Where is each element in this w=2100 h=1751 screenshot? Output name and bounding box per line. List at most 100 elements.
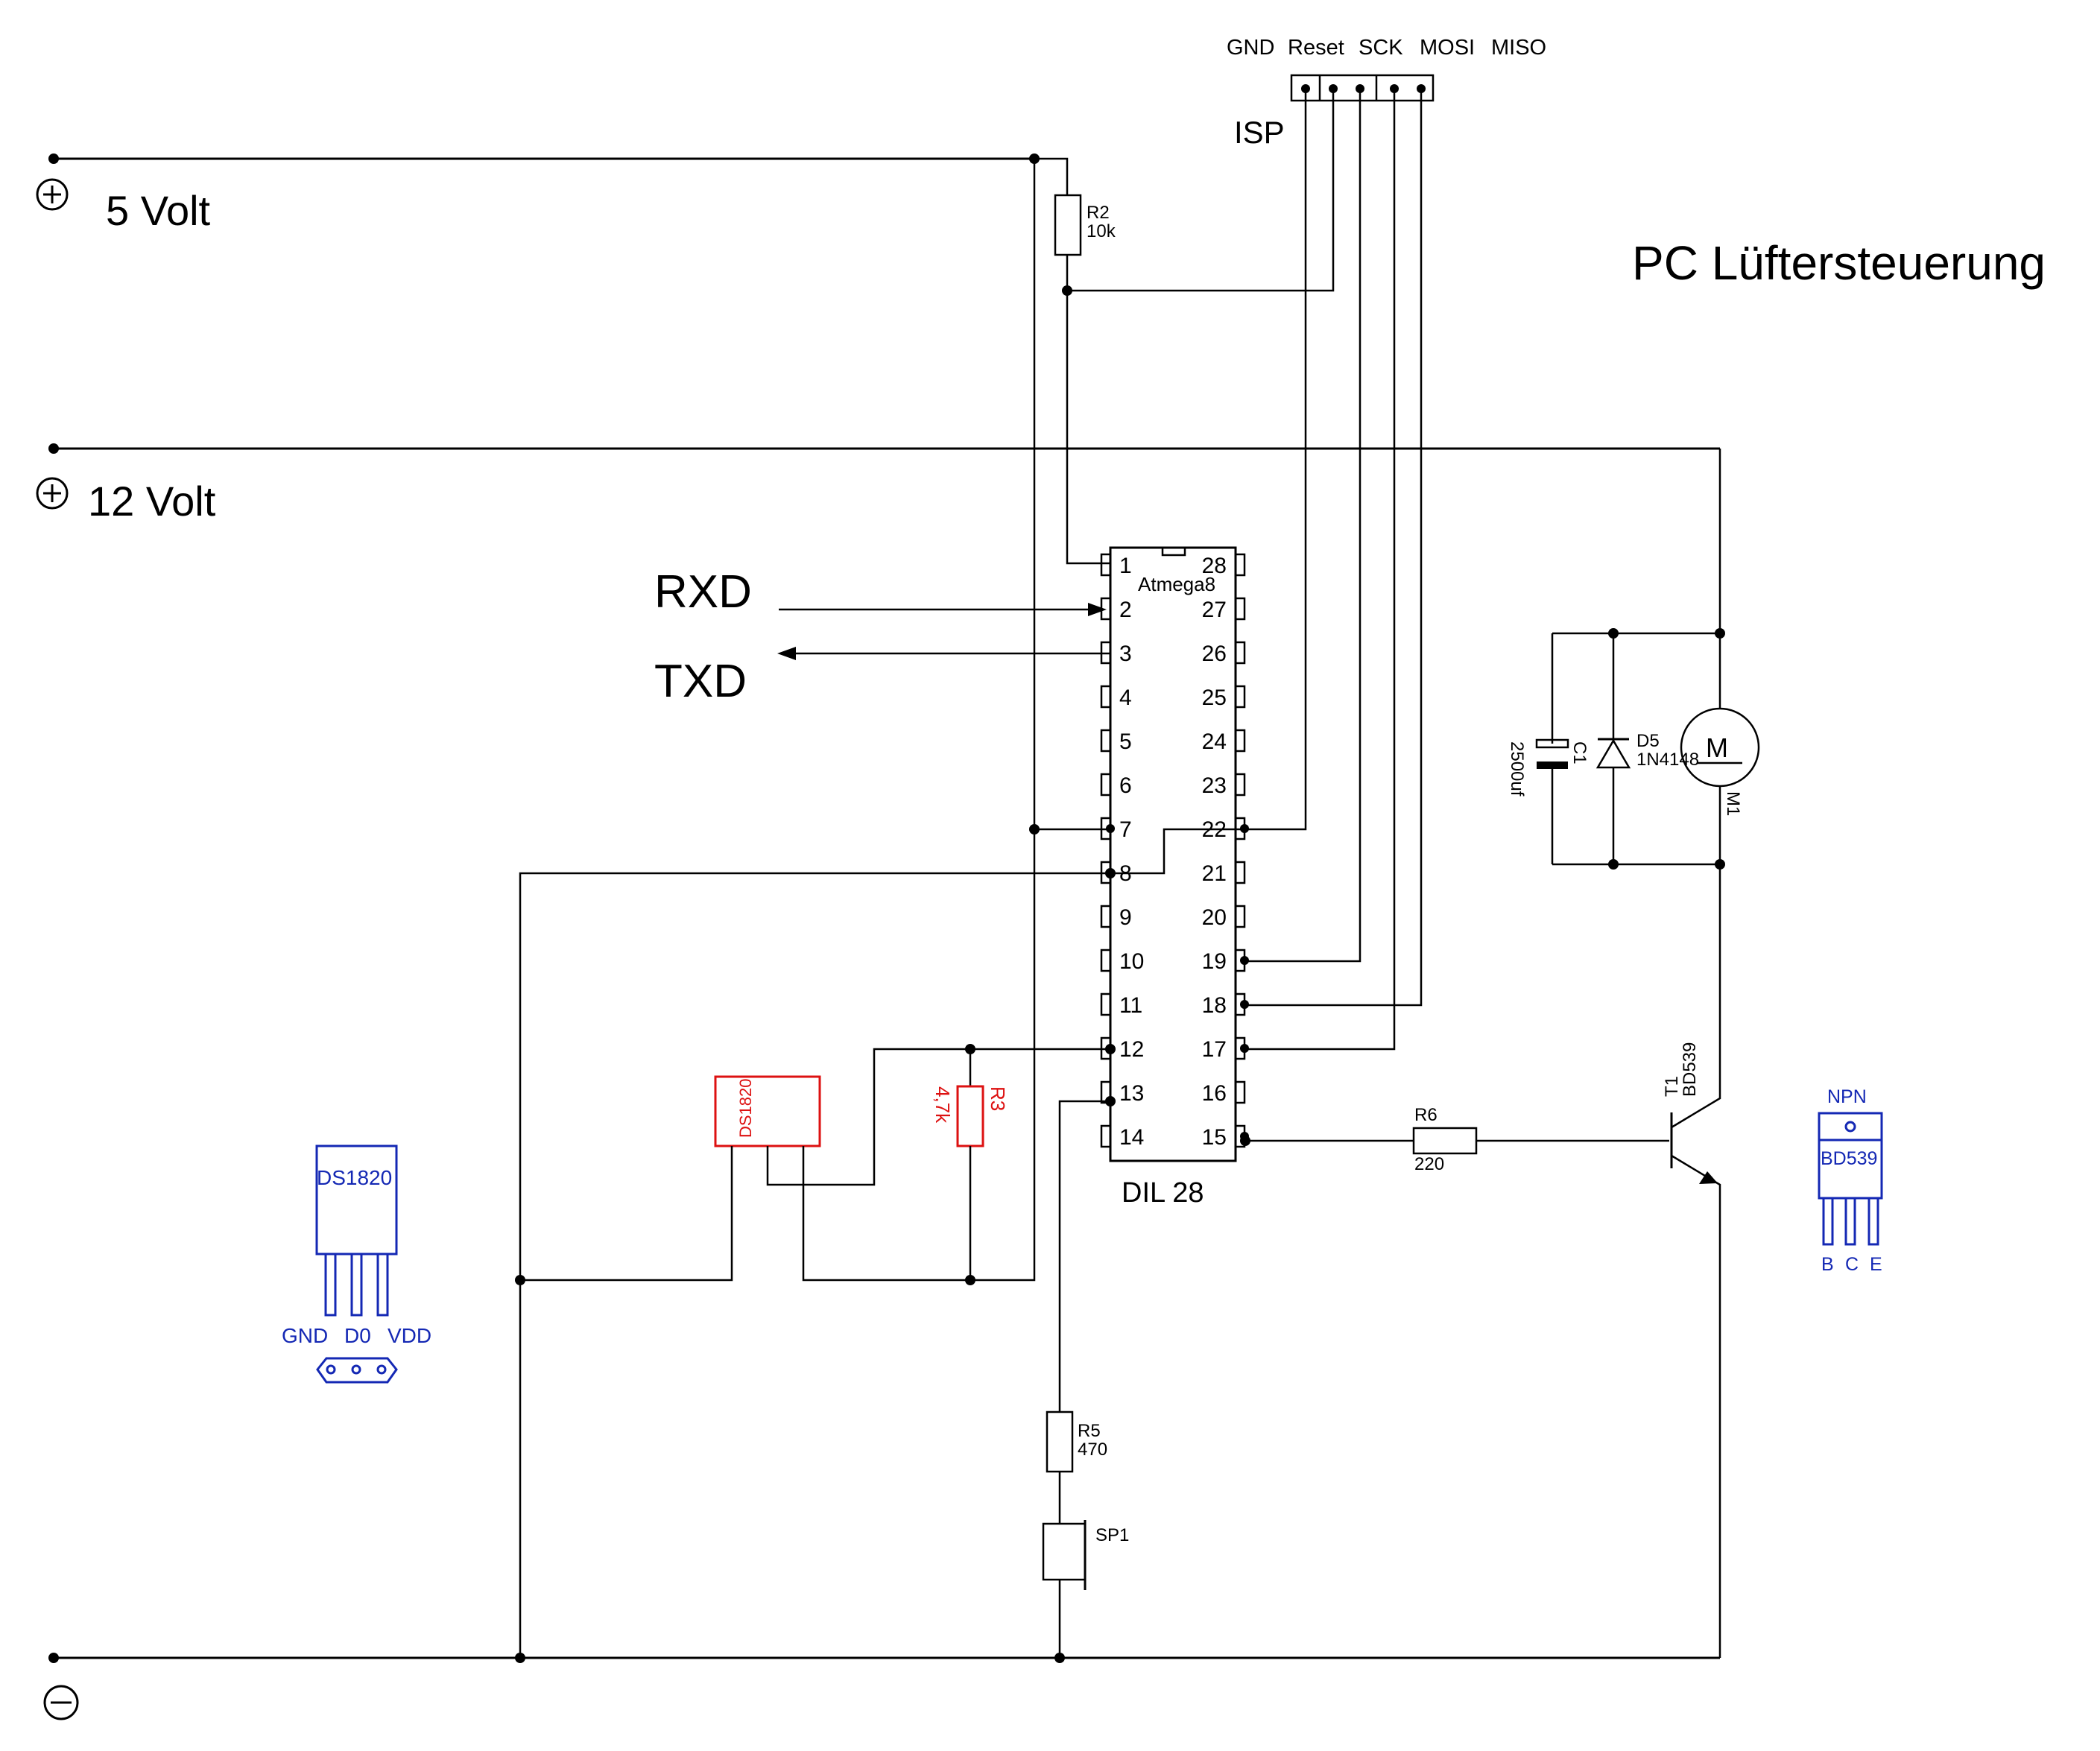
bd539-type: NPN (1827, 1086, 1867, 1107)
ic-pin-number-right: 27 (1202, 598, 1227, 622)
resistor-r3: R3 4,7k (932, 1044, 1116, 1285)
bd539-pin-c: C (1845, 1254, 1859, 1275)
ic-pin-number-right: 18 (1202, 993, 1227, 1018)
ic-pin-number-left: 11 (1119, 993, 1142, 1018)
txd-signal: TXD (654, 647, 1110, 707)
c1-ref: C1 (1569, 741, 1590, 764)
ic-pin-number-left: 2 (1119, 598, 1132, 622)
rxd-label: RXD (654, 566, 752, 618)
plus-symbol-12v (36, 477, 69, 510)
pin-junction-dot (1240, 1044, 1249, 1053)
rail-ground (43, 1653, 1720, 1720)
ic-pin-number-right: 26 (1202, 642, 1227, 666)
pin-junction-dot (1240, 1000, 1249, 1009)
ic-pin-stub-left (1100, 729, 1112, 753)
t1-value: BD539 (1680, 1042, 1700, 1097)
ds1820-pinout: DS1820 GND D0 VDD (282, 1144, 431, 1384)
ds1820-pin-vdd: VDD (388, 1324, 431, 1347)
buzzer-sp1: SP1 (1042, 1520, 1129, 1663)
m1-ref: M1 (1723, 791, 1743, 816)
resistor-r2: R2 10k (1029, 153, 1116, 296)
txd-label: TXD (654, 656, 747, 707)
ds1820-pinout-name: DS1820 (317, 1166, 392, 1189)
ic-pin-stub-right (1234, 773, 1246, 797)
r3-ref: R3 (987, 1086, 1009, 1111)
capacitor-c1: C1 2500uf (1507, 738, 1590, 797)
ic-atmega8: Atmega8 DIL 28 1234567891011121314282726… (1100, 546, 1249, 1209)
rail-5v-label: 5 Volt (106, 187, 211, 234)
ic-package: DIL 28 (1122, 1177, 1204, 1209)
sensor-ds1820: DS1820 (520, 1048, 1110, 1282)
schematic-title: PC Lüftersteuerung (1632, 236, 2046, 290)
ic-pin-number-right: 28 (1202, 554, 1227, 578)
ic-pin-number-right: 15 (1202, 1125, 1227, 1150)
isp-pin-gnd: GND (1227, 36, 1274, 60)
ic-pin-number-left: 1 (1119, 554, 1132, 578)
ic-pin-number-left: 13 (1119, 1081, 1144, 1106)
ic-name: Atmega8 (1138, 573, 1215, 595)
ic-pin-number-left: 9 (1119, 905, 1132, 930)
ic-pin-number-right: 20 (1202, 905, 1227, 930)
bd539-pin-e: E (1870, 1254, 1882, 1275)
r2-value: 10k (1087, 221, 1116, 241)
r2-ref: R2 (1087, 203, 1110, 223)
ic-pin-stub-left (1100, 905, 1112, 928)
ic-pin-stub-right (1234, 597, 1246, 621)
resistor-r6: R6 220 (1240, 1105, 1669, 1174)
isp-label: ISP (1234, 115, 1285, 150)
buzzer-branch (1058, 1096, 1116, 1412)
sensor-ds1820-label: DS1820 (736, 1078, 755, 1138)
ic-pin-number-right: 16 (1202, 1081, 1227, 1106)
motor-m1: M M1 (1680, 633, 1760, 864)
ic-pin-stub-right (1234, 729, 1246, 753)
ds1820-pin-gnd: GND (282, 1324, 328, 1347)
ic-pin-stub-right (1234, 861, 1246, 884)
ic-pin-stub-left (1100, 685, 1112, 709)
isp-pin-reset: Reset (1288, 36, 1344, 60)
isp-pin-sck: SCK (1359, 36, 1403, 60)
pin8-ground-net (515, 828, 1245, 1663)
c1-value: 2500uf (1507, 741, 1527, 797)
diode-d5: D5 1N4148 (1595, 731, 1699, 770)
isp-pin-mosi: MOSI (1420, 36, 1475, 60)
ic-pin-number-right: 23 (1202, 773, 1227, 798)
ic-pin-number-left: 6 (1119, 773, 1132, 798)
rxd-signal: RXD (654, 566, 1107, 618)
ic-pin-number-right: 24 (1202, 729, 1227, 754)
r6-value: 220 (1414, 1154, 1444, 1174)
ds1820-pin-d0: D0 (344, 1324, 371, 1347)
ic-pin-stub-right (1234, 685, 1246, 709)
pin-junction-dot (1106, 824, 1115, 833)
isp-header: GND Reset SCK MOSI MISO ISP (1227, 36, 1546, 150)
rail-12v-label: 12 Volt (88, 478, 216, 525)
ic-pin-stub-left (1100, 992, 1112, 1016)
isp-wires (1067, 89, 1423, 1051)
pin-junction-dot (1240, 956, 1249, 965)
d5-ref: D5 (1636, 731, 1660, 751)
ic-pin-number-right: 21 (1202, 861, 1227, 886)
ic-pin-number-left: 5 (1119, 729, 1132, 754)
ic-pin-stub-left (1100, 773, 1112, 797)
isp-pin-miso: MISO (1491, 36, 1546, 60)
r5-ref: R5 (1078, 1421, 1101, 1441)
rail-5v: 5 Volt (36, 153, 1034, 234)
r5-value: 470 (1078, 1440, 1107, 1460)
ic-pin-number-left: 12 (1119, 1037, 1144, 1062)
ic-pin-number-right: 25 (1202, 685, 1227, 710)
ic-pin-number-right: 19 (1202, 949, 1227, 974)
ic-pin-number-left: 14 (1119, 1125, 1144, 1150)
ic-pin-stub-right (1234, 641, 1246, 665)
r3-value: 4,7k (932, 1086, 954, 1124)
bd539-pinout: NPN BD539 B C E (1818, 1086, 1883, 1275)
bd539-name: BD539 (1821, 1148, 1877, 1169)
ic-pin-stub-left (1100, 1124, 1112, 1148)
plus-symbol-5v (36, 178, 69, 211)
motor-network (1551, 628, 1725, 870)
ic-pin-number-left: 10 (1119, 949, 1144, 974)
t1-ref: T1 (1662, 1076, 1682, 1097)
rail-12v: 12 Volt (36, 443, 1720, 525)
resistor-r5: R5 470 (1046, 1410, 1107, 1524)
transistor-t1: T1 BD539 (1662, 866, 1721, 1658)
ic-pin-stub-left (1100, 949, 1112, 972)
